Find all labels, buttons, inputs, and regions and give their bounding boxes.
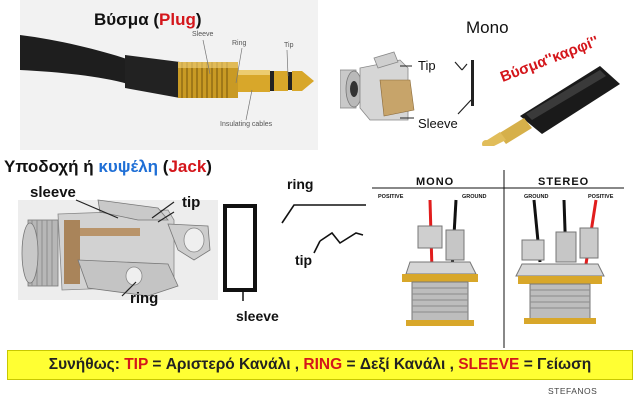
plug-photo-panel: Sleeve Ring Tip Insulating cables [20, 0, 318, 150]
jack-sleeve-label: sleeve [30, 184, 76, 201]
mono-jack-illustration [340, 51, 474, 121]
author-credit: STEFANOS [548, 386, 598, 396]
wiring-diagram [372, 170, 624, 348]
wiring-stereo-positive: Positive [588, 194, 614, 200]
wiring-stereo-ground: Ground [524, 194, 549, 200]
plug-ring-label: Ring [232, 40, 247, 47]
jack-title: Υποδοχή ή κυψέλη (Jack) [4, 157, 212, 176]
karfi-plug-illustration [482, 66, 620, 146]
stereo-wired-jack [515, 199, 605, 324]
mono-title: Mono [466, 18, 509, 37]
jack-schematic [223, 204, 366, 301]
wiring-mono-ground: Ground [462, 194, 487, 200]
summary-banner: Συνήθως: TIP = Αριστερό Κανάλι , RING = … [7, 350, 633, 380]
plug-illustration [20, 35, 314, 121]
mono-sleeve-label: Sleeve [418, 116, 458, 131]
wiring-mono-positive: Positive [378, 194, 404, 200]
jack-ring-label: ring [130, 290, 159, 307]
wiring-mono-title: Mono [416, 176, 455, 188]
plug-tip-label: Tip [284, 42, 294, 49]
schematic-sleeve-label: sleeve [236, 308, 279, 324]
jack-tip-label: tip [182, 194, 201, 211]
schematic-tip-label: tip [295, 252, 313, 268]
plug-title: Βύσμα (Plug) [94, 10, 202, 29]
plug-sleeve-label: Sleeve [192, 31, 214, 38]
jack-photo-illustration [18, 199, 218, 300]
mono-tip-label: Tip [418, 58, 436, 73]
wiring-stereo-title: Stereo [538, 176, 590, 188]
schematic-ring-label: ring [287, 176, 314, 192]
mono-wired-jack [402, 199, 478, 326]
plug-insulating-label: Insulating cables [220, 121, 273, 128]
